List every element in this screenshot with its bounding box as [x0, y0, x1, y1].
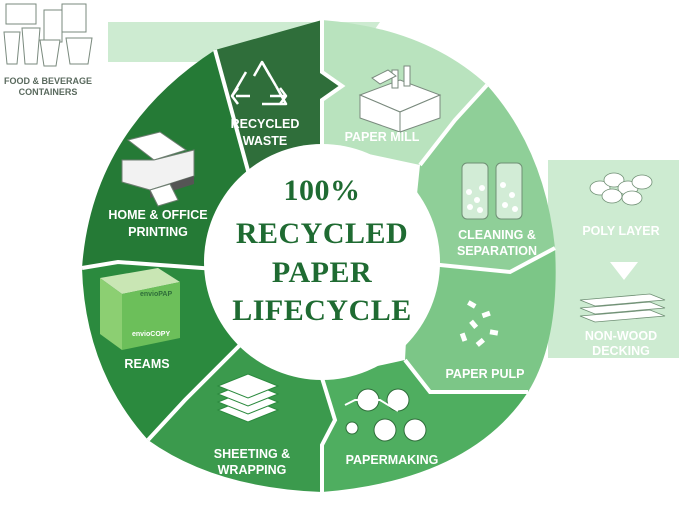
label-recycled-waste-1: RECYCLED: [231, 117, 300, 131]
separator-line: [81, 259, 231, 272]
label-poly-layer: POLY LAYER: [582, 224, 659, 238]
label-recycled-waste-2: WASTE: [243, 134, 287, 148]
label-sheeting-1: SHEETING &: [214, 447, 290, 461]
label-food-1: FOOD & BEVERAGE: [4, 76, 92, 86]
sorting-jars-icon: [461, 162, 523, 220]
recycle-icon: [230, 60, 288, 106]
decking-planks-icon: [579, 293, 666, 323]
center-line-1: 100%: [284, 174, 361, 207]
separator-line: [418, 83, 489, 167]
label-cleaning-2: SEPARATION: [457, 244, 537, 258]
label-cleaning-1: CLEANING &: [458, 228, 536, 242]
separator-line: [213, 49, 252, 179]
paper-rollers-icon: [344, 388, 427, 442]
segment-paper-pulp[interactable]: [405, 248, 556, 392]
separator-line: [320, 377, 338, 492]
separator-line: [403, 358, 528, 394]
center-circle: [204, 144, 440, 380]
label-decking-1: NON-WOOD: [585, 329, 657, 343]
segment-recycled-waste[interactable]: [215, 20, 342, 178]
ream-box-icon: envioPAP envioCOPY: [100, 268, 180, 350]
label-sheeting-2: WRAPPING: [218, 463, 287, 477]
ream-brand-text: envioPAP: [140, 291, 172, 298]
paper-scraps-icon: [459, 300, 499, 347]
poly-pellets-icon: [589, 172, 653, 206]
center-title: 100% RECYCLED PAPER LIFECYCLE: [232, 174, 412, 327]
center-line-2: RECYCLED: [236, 217, 408, 250]
printer-icon: [121, 131, 195, 207]
separator-line: [320, 20, 346, 160]
ream-product-text: envioCOPY: [132, 331, 170, 338]
label-paper-pulp: PAPER PULP: [446, 367, 525, 381]
separator-line: [409, 246, 556, 275]
paper-stack-icon: [216, 373, 280, 423]
label-reams: REAMS: [124, 357, 169, 371]
side-down-arrow: [610, 262, 638, 280]
food-containers-icon: [3, 3, 93, 67]
label-printing-2: PRINTING: [128, 225, 188, 239]
separator-line: [146, 343, 242, 442]
center-line-4: LIFECYCLE: [232, 294, 412, 327]
label-printing-1: HOME & OFFICE: [108, 208, 207, 222]
label-papermaking: PAPERMAKING: [346, 453, 439, 467]
label-food-2: CONTAINERS: [19, 87, 78, 97]
label-decking-2: DECKING: [592, 344, 650, 358]
label-paper-mill: PAPER MILL: [345, 130, 420, 144]
center-line-3: PAPER: [272, 256, 372, 289]
factory-icon: [358, 65, 442, 133]
